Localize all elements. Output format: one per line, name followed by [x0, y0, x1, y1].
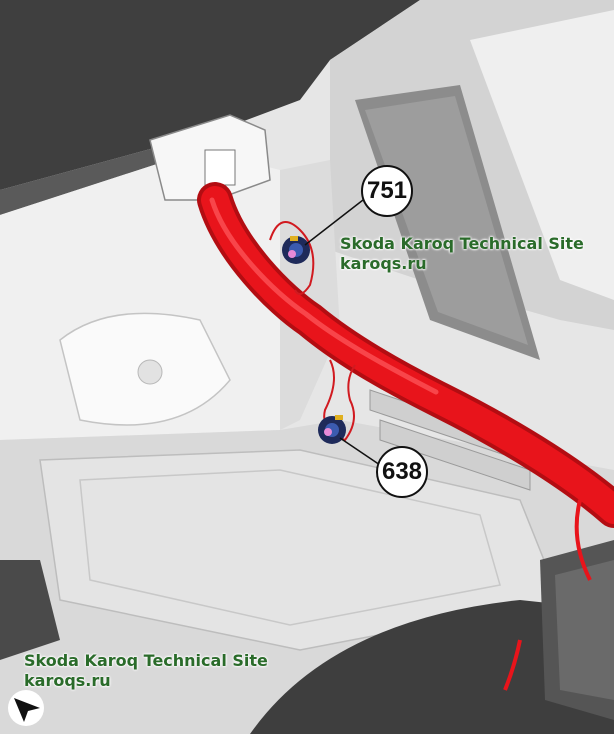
- watermark-top: Skoda Karoq Technical Site karoqs.ru: [340, 234, 584, 274]
- callout-751-label: 751: [366, 177, 408, 204]
- leader-line-751: [304, 199, 364, 246]
- watermark-top-line2: karoqs.ru: [340, 254, 427, 273]
- leader-line-638: [339, 437, 381, 466]
- connector-751-part: [282, 236, 310, 264]
- callout-638-label: 638: [381, 458, 423, 485]
- watermark-bottom-line2: karoqs.ru: [24, 671, 111, 690]
- watermark-top-line1: Skoda Karoq Technical Site: [340, 234, 584, 253]
- connector-638-part: [318, 415, 346, 444]
- callout-751: 751: [361, 165, 413, 217]
- callout-638: 638: [376, 446, 428, 498]
- navigation-arrow-button[interactable]: [6, 688, 46, 728]
- watermark-bottom-line1: Skoda Karoq Technical Site: [24, 651, 268, 670]
- navigation-arrow-icon: [8, 690, 44, 726]
- watermark-bottom: Skoda Karoq Technical Site karoqs.ru: [24, 651, 268, 691]
